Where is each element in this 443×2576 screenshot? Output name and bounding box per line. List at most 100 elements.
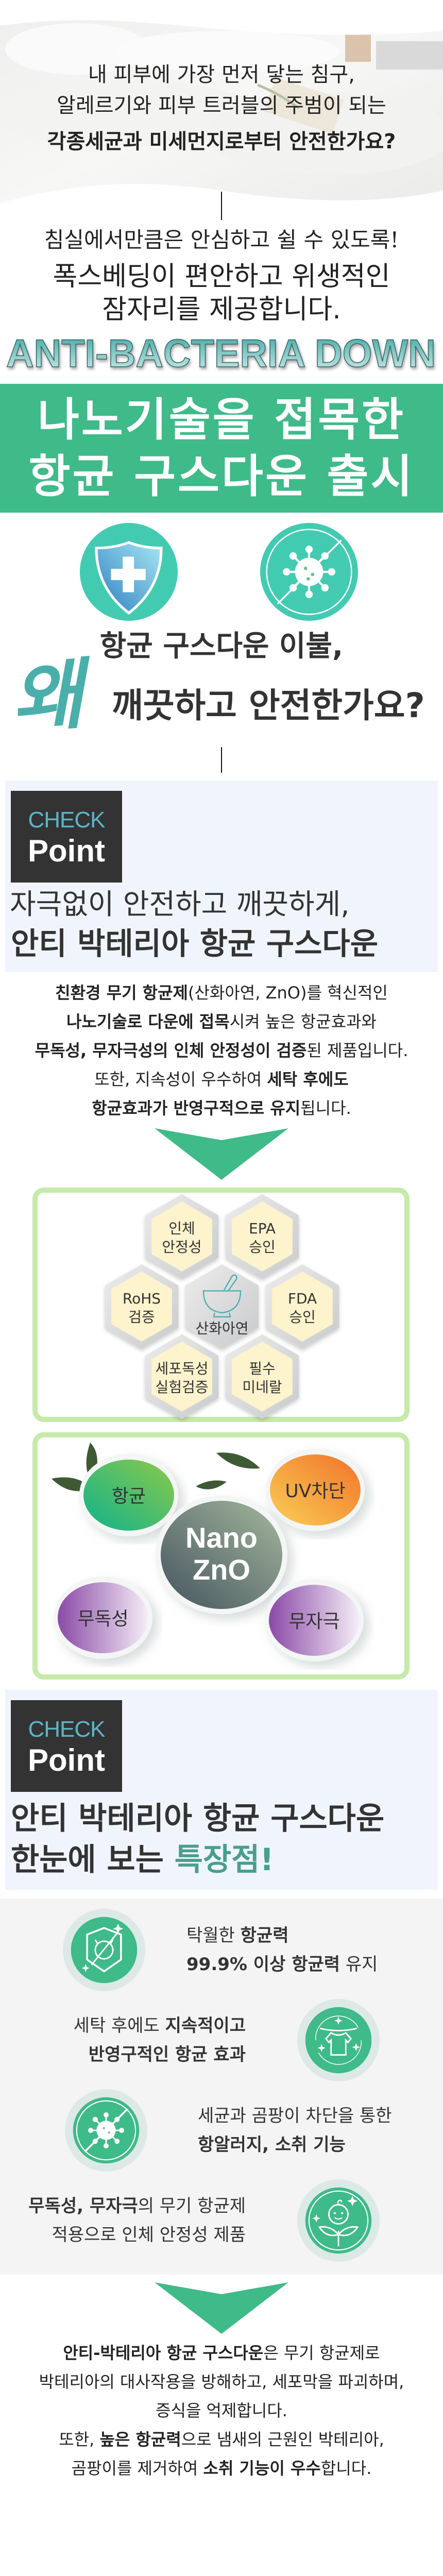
hex-center-label: 산화아연 (195, 1320, 248, 1337)
text-bold: 항균력 (240, 1925, 289, 1946)
text-bold: 항균효과가 반영구적으로 유지 (92, 1098, 301, 1118)
text-bold: 99.9% 이상 항균력 (186, 1954, 340, 1975)
text-bold: 무독성, 무자극성의 인체 안정성이 검증 (35, 1041, 307, 1060)
hex-center: 산화아연 (185, 1264, 259, 1349)
bubble-label: 항균 (112, 1486, 146, 1507)
text: 된 제품입니다. (306, 1041, 408, 1060)
why-line-1: 항균 구스다운 이불, (99, 630, 344, 663)
why-line-2: 깨끗하고 안전한가요? (112, 686, 425, 725)
intro-tagline: 침실에서만큼은 안심하고 쉴 수 있도록! (44, 227, 399, 252)
hex-label: 승인 (249, 1239, 276, 1256)
text: 적용으로 인체 안정성 제품 (52, 2225, 246, 2245)
badge-point: Point (28, 834, 105, 868)
feature-3-line-1: 세균과 곰팡이 차단을 통한 (198, 2105, 392, 2127)
check1-subtitle: 자극없이 안전하고 깨끗하게, (10, 888, 350, 921)
check2-title-line-2: 한눈에 보는 특장점! (11, 1839, 274, 1880)
zno-label: ZnO (193, 1553, 250, 1586)
feature-2-line-1: 세탁 후에도 지속적이고 (74, 2014, 246, 2037)
divider-line (221, 192, 222, 220)
hex-label: 안정성 (162, 1239, 201, 1256)
hex-label: EPA (249, 1220, 276, 1237)
logo-text: ANTI-BACTERIA DOWN (6, 332, 436, 376)
bubble-nano-zno: Nano ZnO (156, 1496, 287, 1614)
text: 세균과 곰팡이 차단을 통한 (198, 2106, 392, 2126)
text: 은 무기 항균제로 (263, 2343, 380, 2363)
bubble-non-irritating: 무자극 (265, 1579, 364, 1662)
feature-2-line-2: 반영구적인 항균 효과 (89, 2043, 246, 2066)
text: 합니다. (320, 2459, 372, 2478)
hex-label: 세포독성 (155, 1360, 208, 1377)
baby-sprout-icon (297, 2179, 380, 2262)
hex-label: 인체 (168, 1220, 195, 1237)
description-line: 친환경 무기 항균제(산화아연, ZnO)를 혁신적인 (0, 981, 443, 1004)
bubble-label: 무자극 (288, 1611, 339, 1632)
bubble-label: UV차단 (285, 1481, 345, 1502)
description-line: 나노기술로 다운에 접목시켜 높은 항균효과와 (0, 1010, 443, 1033)
hex-label: 검증 (128, 1309, 155, 1326)
hex-label: 실험검증 (155, 1379, 208, 1396)
text: 박테리아의 대사작용을 방해하고, 세포막을 파괴하며, (39, 2372, 404, 2392)
check-point-panel-2: CHECK Point 안티 박테리아 항균 구스다운 한눈에 보는 특장점! (5, 1690, 438, 1890)
hex-label: 승인 (289, 1309, 316, 1326)
text: 의 무기 항균제 (138, 2196, 246, 2216)
bedding-photo (0, 20, 443, 204)
description-line: 무독성, 무자극성의 인체 안정성이 검증된 제품입니다. (0, 1039, 443, 1062)
feature-4-line-2: 적용으로 인체 안정성 제품 (52, 2224, 246, 2246)
summary-line: 증식을 억제합니다. (0, 2399, 443, 2422)
feature-3-line-2: 항알러지, 소취 기능 (198, 2133, 346, 2156)
laundry-shirt-icon (297, 1999, 380, 2081)
nano-zno-diagram: 항균 UV차단 Nano ZnO 무독성 무자극 (52, 1443, 365, 1662)
shield-cross-icon (80, 523, 178, 621)
text-bold: 무독성, 무자극 (28, 2196, 138, 2216)
product-detail-page: 내 피부에 가장 먼저 닿는 침구, 알레르기와 피부 트러블의 주범이 되는 … (0, 20, 443, 2478)
text-bold: 나노기술로 다운에 접목 (66, 1012, 230, 1031)
down-arrow-icon (155, 2282, 288, 2334)
bubble-uv: UV차단 (266, 1449, 365, 1531)
divider-line (221, 747, 222, 773)
text-bold: 세탁 후에도 (267, 1070, 349, 1089)
text-bold: 친환경 무기 항균제 (55, 983, 188, 1003)
down-arrow-icon (155, 1128, 288, 1180)
anti-bacteria-logo: ANTI-BACTERIA DOWN (6, 331, 436, 376)
text: 으로 냄새의 근원인 박테리아, (181, 2430, 384, 2449)
hero-line-2: 알레르기와 피부 트러블의 주범이 되는 (57, 94, 386, 117)
no-virus-icon (260, 523, 358, 621)
text-bold: 소취 기능이 우수 (203, 2459, 321, 2478)
text: 증식을 억제합니다. (156, 2401, 287, 2420)
badge-check: CHECK (28, 1717, 105, 1742)
title-text: 한눈에 보는 (11, 1842, 175, 1878)
text-bold: 항알러지, 소취 기능 (198, 2134, 346, 2155)
hex-label: RoHS (123, 1290, 161, 1307)
hero-question: 각종세균과 미세먼지로부터 안전한가요? (47, 130, 396, 154)
text: 탁월한 (186, 1925, 241, 1946)
check1-title: 안티 박테리아 항균 구스다운 (11, 926, 378, 961)
text: (산화아연, ZnO)를 혁신적인 (188, 983, 388, 1003)
bubble-label: 무독성 (77, 1608, 128, 1630)
shield-no-germ-icon (63, 1909, 145, 1991)
check-point-badge: CHECK Point (11, 791, 122, 883)
title-highlight: 특장점! (174, 1842, 274, 1878)
badge-check: CHECK (28, 807, 105, 833)
hex-label: 필수 (249, 1360, 276, 1377)
text: 또한, (59, 2430, 100, 2449)
nano-label: Nano (185, 1521, 258, 1554)
text: 유지 (340, 1954, 378, 1975)
text-bold: 지속적이고 (165, 2015, 246, 2036)
summary-line: 안티-박테리아 항균 구스다운은 무기 항균제로 (0, 2342, 443, 2364)
text: 됩니다. (300, 1098, 351, 1118)
check-point-panel-1: CHECK Point 자극없이 안전하고 깨끗하게, 안티 박테리아 항균 구… (5, 781, 438, 972)
feature-4-line-1: 무독성, 무자극의 무기 항균제 (28, 2195, 246, 2217)
bubble-antibacterial: 항균 (79, 1454, 178, 1536)
check2-title-line-1: 안티 박테리아 항균 구스다운 (11, 1801, 385, 1837)
launch-banner: 나노기술을 접목한 항균 구스다운 출시 (0, 384, 443, 513)
hex-item: RoHS 검증 (105, 1264, 178, 1349)
description-line: 항균효과가 반영구적으로 유지됩니다. (0, 1097, 443, 1120)
summary-line: 또한, 높은 항균력으로 냄새의 근원인 박테리아, (0, 2428, 443, 2451)
hero-line-1: 내 피부에 가장 먼저 닿는 침구, (88, 63, 355, 87)
intro-line-1: 폭스베딩이 편안하고 위생적인 (53, 261, 390, 292)
summary-line: 박테리아의 대사작용을 방해하고, 세포막을 파괴하며, (0, 2370, 443, 2393)
